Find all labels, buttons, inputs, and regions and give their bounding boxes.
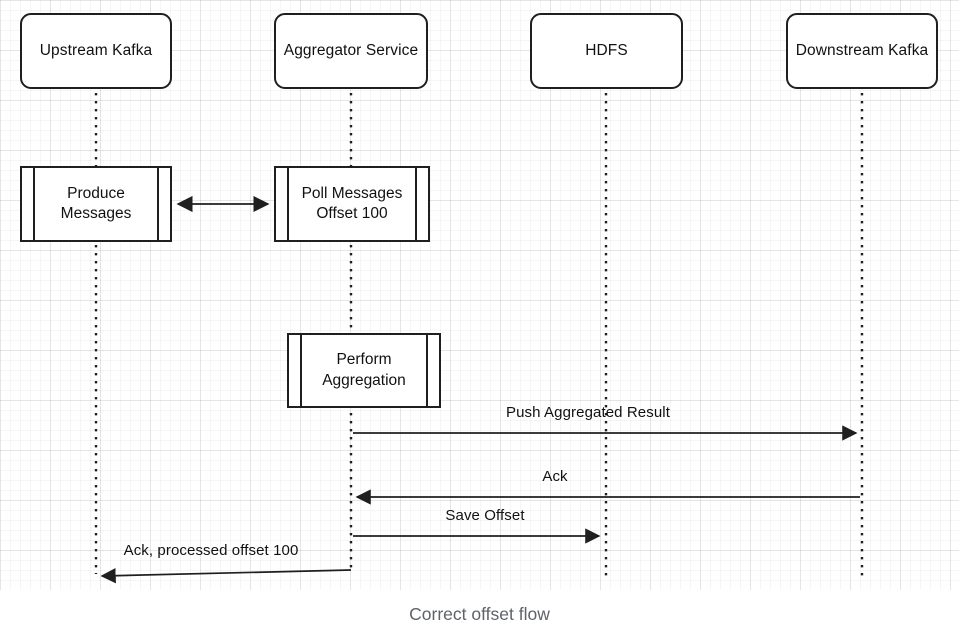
activation-label-line: Aggregation [322, 371, 406, 389]
message-label-ack: Ack [542, 468, 568, 485]
diagram-connector-layer [94, 93, 864, 584]
activation-perform-aggregation: Perform Aggregation [287, 333, 441, 408]
participant-upstream-kafka: Upstream Kafka [20, 13, 172, 89]
activation-label-line: Perform [336, 351, 392, 369]
diagram-caption: Correct offset flow [409, 604, 550, 624]
message-label-push-aggregated-result: Push Aggregated Result [506, 404, 670, 421]
participant-label: Aggregator Service [283, 42, 419, 59]
activation-label-line: Produce [67, 184, 125, 202]
message-label-save-offset: Save Offset [445, 507, 525, 524]
activation-poll-messages: Poll Messages Offset 100 [274, 166, 430, 242]
diagram-grid-canvas: Upstream Kafka Aggregator Service HDFS D… [0, 0, 959, 590]
activation-label-line: Poll Messages [301, 184, 403, 202]
message-label-ack-processed-offset: Ack, processed offset 100 [123, 542, 299, 559]
arrow-ack-processed-offset [100, 568, 352, 584]
participant-downstream-kafka: Downstream Kafka [786, 13, 938, 89]
activation-label-line: Messages [60, 205, 132, 222]
activation-label-line: Offset 100 [316, 205, 388, 222]
participant-hdfs: HDFS [530, 13, 683, 89]
activation-produce-messages: Produce Messages [20, 166, 172, 242]
participant-label: Downstream Kafka [795, 42, 929, 59]
participant-label: HDFS [585, 42, 628, 59]
participant-label: Upstream Kafka [39, 42, 153, 59]
participant-aggregator-service: Aggregator Service [274, 13, 428, 89]
